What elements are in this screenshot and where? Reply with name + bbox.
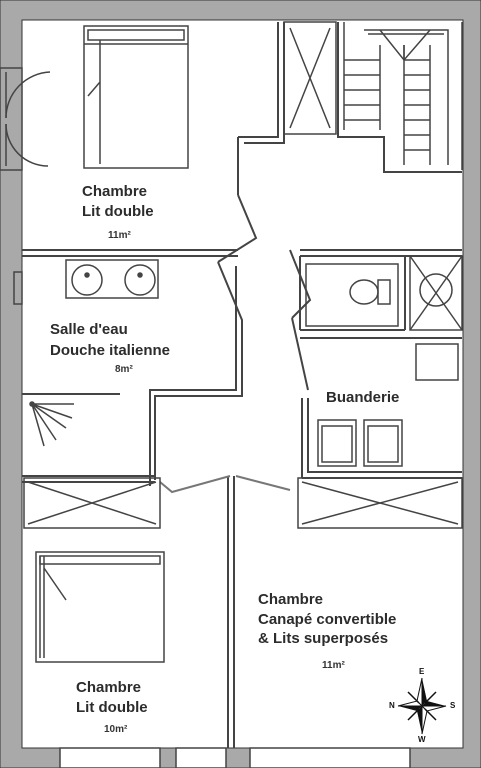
bedroom-top-area: 11m² bbox=[108, 230, 131, 241]
italian-shower bbox=[29, 401, 74, 447]
bedroom-bottom-area: 10m² bbox=[104, 724, 128, 735]
bedroom-right-detail2: & Lits superposés bbox=[258, 630, 389, 647]
compass-rose bbox=[397, 677, 447, 735]
bedroom-bottom-name: Chambre bbox=[76, 679, 142, 696]
double-bed-bottom bbox=[35, 551, 165, 663]
bedroom-top-bed: Lit double bbox=[82, 203, 154, 220]
bedroom-top-name: Chambre bbox=[82, 183, 148, 200]
wc bbox=[305, 263, 399, 327]
bedroom-bottom-bed: Lit double bbox=[76, 699, 148, 716]
bedroom-right-area: 11m² bbox=[322, 660, 345, 671]
double-sink bbox=[13, 259, 159, 305]
entry-door bbox=[0, 67, 51, 171]
corridor-doors bbox=[159, 475, 291, 494]
bedroom-right-detail1: Canapé convertible bbox=[258, 611, 397, 628]
interior-walls bbox=[22, 22, 462, 748]
bathroom-area: 8m² bbox=[115, 364, 133, 375]
compass-south-label: S bbox=[450, 701, 456, 710]
closets bbox=[23, 21, 463, 529]
laundry-appliances bbox=[317, 343, 459, 467]
compass-west-label: W bbox=[418, 735, 426, 744]
compass-east-label: E bbox=[419, 667, 425, 676]
compass-north-label: N bbox=[389, 701, 395, 710]
windows bbox=[59, 747, 411, 768]
bathroom-detail: Douche italienne bbox=[50, 342, 171, 359]
shower-cabin bbox=[409, 255, 463, 331]
laundry-name: Buanderie bbox=[326, 389, 400, 406]
staircase bbox=[343, 22, 463, 170]
double-bed-top bbox=[83, 25, 189, 169]
bathroom-name: Salle d'eau bbox=[50, 321, 128, 338]
bedroom-right-name: Chambre bbox=[258, 591, 324, 608]
